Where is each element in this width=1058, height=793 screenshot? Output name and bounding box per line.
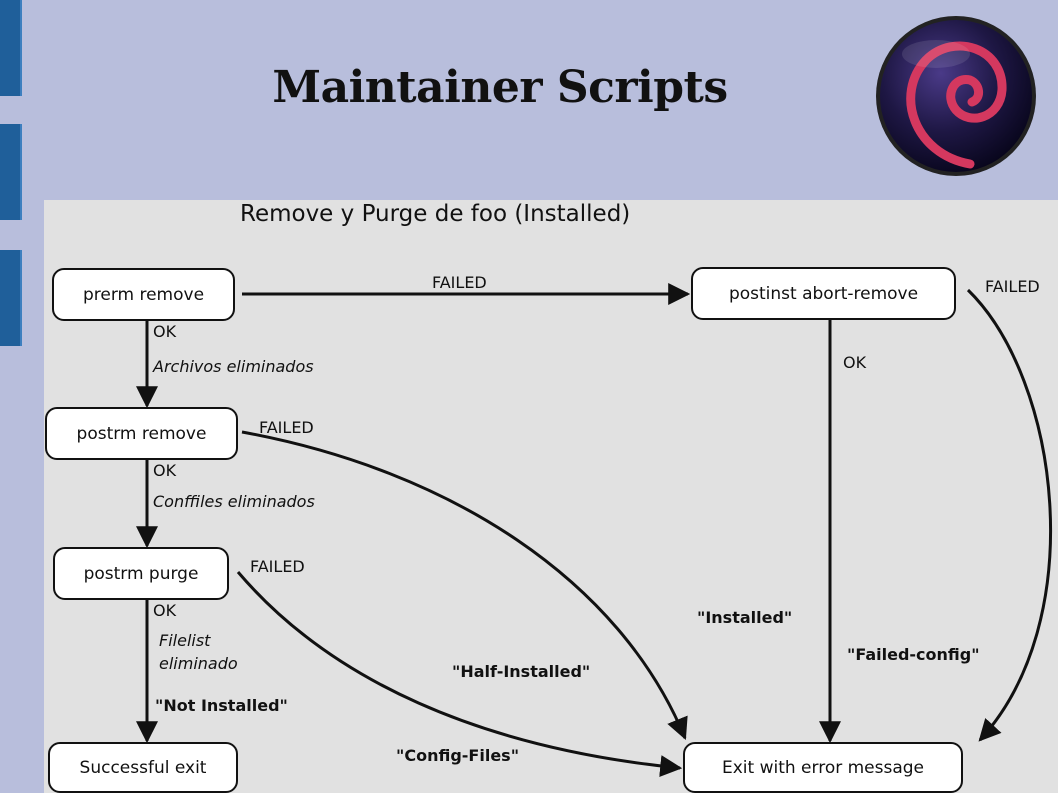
node-postrm-remove: postrm remove <box>45 407 238 460</box>
node-label: postrm remove <box>76 423 207 444</box>
arrow-abort-failed-to-error <box>966 288 1053 742</box>
node-prerm-remove: prerm remove <box>52 268 235 321</box>
diagram-title: Remove y Purge de foo (Installed) <box>240 201 631 227</box>
debian-swirl-logo-icon <box>876 16 1036 176</box>
label-postrm-purge-failed: FAILED <box>250 557 305 576</box>
side-tab-1 <box>0 0 22 96</box>
label-config-files: "Config-Files" <box>396 746 520 765</box>
node-successful-exit: Successful exit <box>48 742 238 793</box>
node-exit-with-error: Exit with error message <box>683 742 963 793</box>
node-postrm-purge: postrm purge <box>53 547 229 600</box>
label-prerm-ok: OK <box>153 322 177 341</box>
label-not-installed: "Not Installed" <box>155 696 288 715</box>
arrow-purge-failed-to-error <box>236 571 683 777</box>
slide-title: Maintainer Scripts <box>272 62 728 113</box>
label-abort-ok: OK <box>843 353 867 372</box>
label-filelist-line2: eliminado <box>159 654 238 673</box>
node-label: prerm remove <box>82 284 205 305</box>
label-filelist-line1: Filelist <box>159 631 211 650</box>
label-conffiles-eliminados: Conffiles eliminados <box>153 492 315 511</box>
label-archivos-eliminados: Archivos eliminados <box>153 357 314 376</box>
node-label: postinst abort-remove <box>728 283 919 304</box>
label-half-installed: "Half-Installed" <box>452 662 591 681</box>
node-label: Successful exit <box>79 757 207 778</box>
label-installed: "Installed" <box>697 608 793 627</box>
node-label: Exit with error message <box>721 757 925 778</box>
label-postrm-remove-ok: OK <box>153 461 177 480</box>
label-postrm-purge-ok: OK <box>153 601 177 620</box>
label-failed-config: "Failed-config" <box>847 645 980 664</box>
side-tab-2 <box>0 124 22 220</box>
side-tab-3 <box>0 250 22 346</box>
label-prerm-failed: FAILED <box>432 273 487 292</box>
arrow-postrm-failed-to-error <box>241 430 688 741</box>
node-postinst-abort-remove: postinst abort-remove <box>691 267 956 320</box>
label-abort-failed: FAILED <box>985 277 1040 296</box>
node-label: postrm purge <box>83 563 199 584</box>
label-postrm-remove-failed: FAILED <box>259 418 314 437</box>
